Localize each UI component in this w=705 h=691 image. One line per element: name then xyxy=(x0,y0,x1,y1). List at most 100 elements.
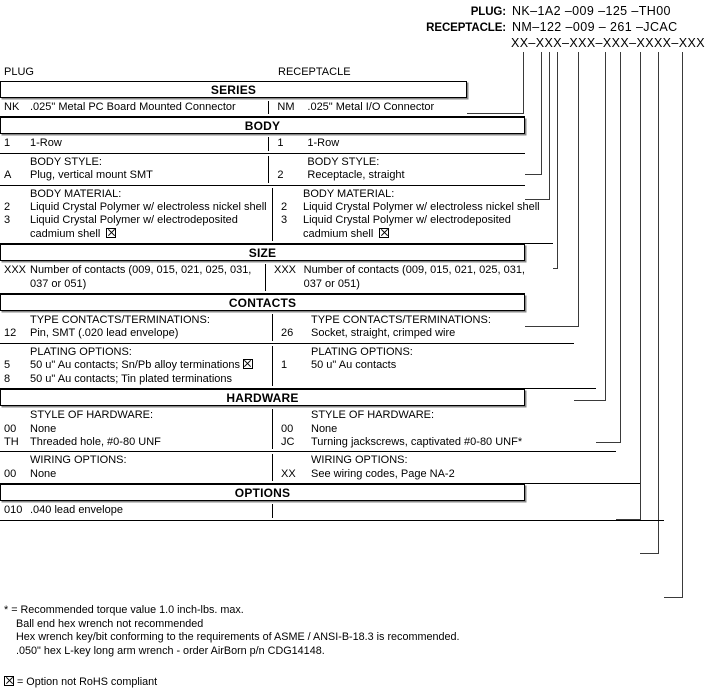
description-column: WIRING OPTIONS:See wiring codes, Page NA… xyxy=(311,454,455,481)
code-column: 12 xyxy=(4,314,30,341)
option-description-text: Socket, straight, crimped wire xyxy=(311,327,456,340)
plug-cell: 12 TYPE CONTACTS/TERMINATIONS:Pin, SMT (.… xyxy=(0,314,272,341)
option-code: 3 xyxy=(4,214,11,227)
option-code: XXX xyxy=(4,264,27,277)
option-description-text: Turning jackscrews, captivated #0-80 UNF… xyxy=(311,435,523,448)
option-code: 2 xyxy=(277,169,284,182)
description-column: TYPE CONTACTS/TERMINATIONS:Pin, SMT (.02… xyxy=(30,314,210,341)
description-column: Number of contacts (009, 015, 021, 025, … xyxy=(30,264,251,291)
field-heading: WIRING OPTIONS: xyxy=(311,454,408,467)
receptacle-part-number-value: NM–122 –009 – 261 –JCAC xyxy=(512,20,678,34)
option-description: Plug, vertical mount SMT xyxy=(30,169,153,182)
option-description-text: Liquid Crystal Polymer w/ electrodeposit… xyxy=(30,214,238,227)
description-column: .025" Metal PC Board Mounted Connector xyxy=(30,101,236,114)
field-heading: BODY MATERIAL: xyxy=(30,187,122,200)
option-code: 1 xyxy=(277,137,284,150)
option-description: None xyxy=(30,423,161,436)
option-description-text: None xyxy=(311,422,338,435)
option-code: JC xyxy=(281,435,295,448)
footnote-line-4: .050" hex L-key long arm wrench - order … xyxy=(16,644,325,657)
section-title-hardware: HARDWARE xyxy=(0,389,525,407)
option-description-text: cadmium shell xyxy=(30,227,101,240)
part-number-mask-row: XX–XXX–XXX–XXX–XXXX–XXX xyxy=(0,36,705,52)
option-code: NK xyxy=(4,101,20,113)
option-description: None xyxy=(311,423,522,436)
option-description-text: Pin, SMT (.020 lead envelope) xyxy=(30,327,179,340)
rohs-not-compliant-icon xyxy=(4,676,14,686)
option-code: 2 xyxy=(281,201,288,214)
footnotes: * = Recommended torque value 1.0 inch-lb… xyxy=(4,604,604,658)
description-column: Number of contacts (009, 015, 021, 025, … xyxy=(304,264,525,291)
option-description: See wiring codes, Page NA-2 xyxy=(311,468,455,481)
option-description: Liquid Crystal Polymer w/ electroless ni… xyxy=(30,201,267,214)
plug-part-number-row: PLUG: NK–1A2 –009 –125 –TH00 xyxy=(0,4,705,20)
option-code: NM xyxy=(277,101,295,113)
option-description-text: Liquid Crystal Polymer w/ electroless ni… xyxy=(30,201,267,214)
plug-cell: 010.040 lead envelope xyxy=(0,504,272,517)
option-code: 5 xyxy=(4,359,11,372)
code-column: NM xyxy=(277,101,307,114)
code-column xyxy=(281,504,311,517)
code-column: XXX xyxy=(4,264,30,291)
option-description: Receptacle, straight xyxy=(307,169,404,182)
option-code: 3 xyxy=(281,214,288,227)
plug-cell: XXX Number of contacts (009, 015, 021, 0… xyxy=(0,264,265,291)
field-heading: PLATING OPTIONS: xyxy=(311,345,413,358)
footnote-line-2: Ball end hex wrench not recommended xyxy=(16,617,204,630)
rohs-not-compliant-icon xyxy=(106,227,117,238)
code-column: 2 xyxy=(277,156,307,183)
column-headers: PLUG RECEPTACLE xyxy=(0,66,705,81)
option-description-text: See wiring codes, Page NA-2 xyxy=(311,467,455,480)
field-heading: PLATING OPTIONS: xyxy=(30,345,132,358)
description-column: BODY STYLE:Plug, vertical mount SMT xyxy=(30,156,153,183)
option-description: Turning jackscrews, captivated #0-80 UNF… xyxy=(311,436,522,449)
option-description-text: .025" Metal I/O Connector xyxy=(307,101,435,113)
option-description: Number of contacts (009, 015, 021, 025, … xyxy=(304,264,525,277)
option-description-text: Liquid Crystal Polymer w/ electrodeposit… xyxy=(303,214,511,227)
option-description-text: Number of contacts (009, 015, 021, 025, … xyxy=(303,264,525,277)
section-row: NK .025" Metal PC Board Mounted Connector… xyxy=(0,99,525,118)
option-description-text: cadmium shell xyxy=(303,227,374,240)
section-title-size: SIZE xyxy=(0,244,525,262)
option-code: 12 xyxy=(4,327,17,340)
option-code: 26 xyxy=(281,327,294,340)
option-code: 00 xyxy=(4,422,17,435)
field-heading: STYLE OF HARDWARE: xyxy=(311,409,435,422)
option-description-cont: cadmium shell xyxy=(30,227,267,241)
option-description: Liquid Crystal Polymer w/ electrodeposit… xyxy=(30,214,267,227)
option-description-text: Threaded hole, #0-80 UNF xyxy=(30,435,161,448)
option-description-text: .040 lead envelope xyxy=(30,504,123,517)
option-description: Threaded hole, #0-80 UNF xyxy=(30,436,161,449)
option-description: .025" Metal PC Board Mounted Connector xyxy=(30,101,236,114)
section-row: 010.040 lead envelope xyxy=(0,502,664,521)
option-description: .025" Metal I/O Connector xyxy=(307,101,434,114)
description-column: .025" Metal I/O Connector xyxy=(307,101,434,114)
option-description-text: 037 or 051) xyxy=(303,277,360,290)
rohs-legend: = Option not RoHS compliant xyxy=(4,676,157,688)
footnote-line-1: * = Recommended torque value 1.0 inch-lb… xyxy=(4,604,244,616)
option-description: Liquid Crystal Polymer w/ electroless ni… xyxy=(303,201,540,214)
receptacle-part-number-row: RECEPTACLE: NM–122 –009 – 261 –JCAC xyxy=(0,20,705,36)
footnote-line-3: Hex wrench key/bit conforming to the req… xyxy=(16,631,460,644)
code-column: 00 xyxy=(4,454,30,481)
rohs-legend-text: = Option not RoHS compliant xyxy=(17,676,158,688)
